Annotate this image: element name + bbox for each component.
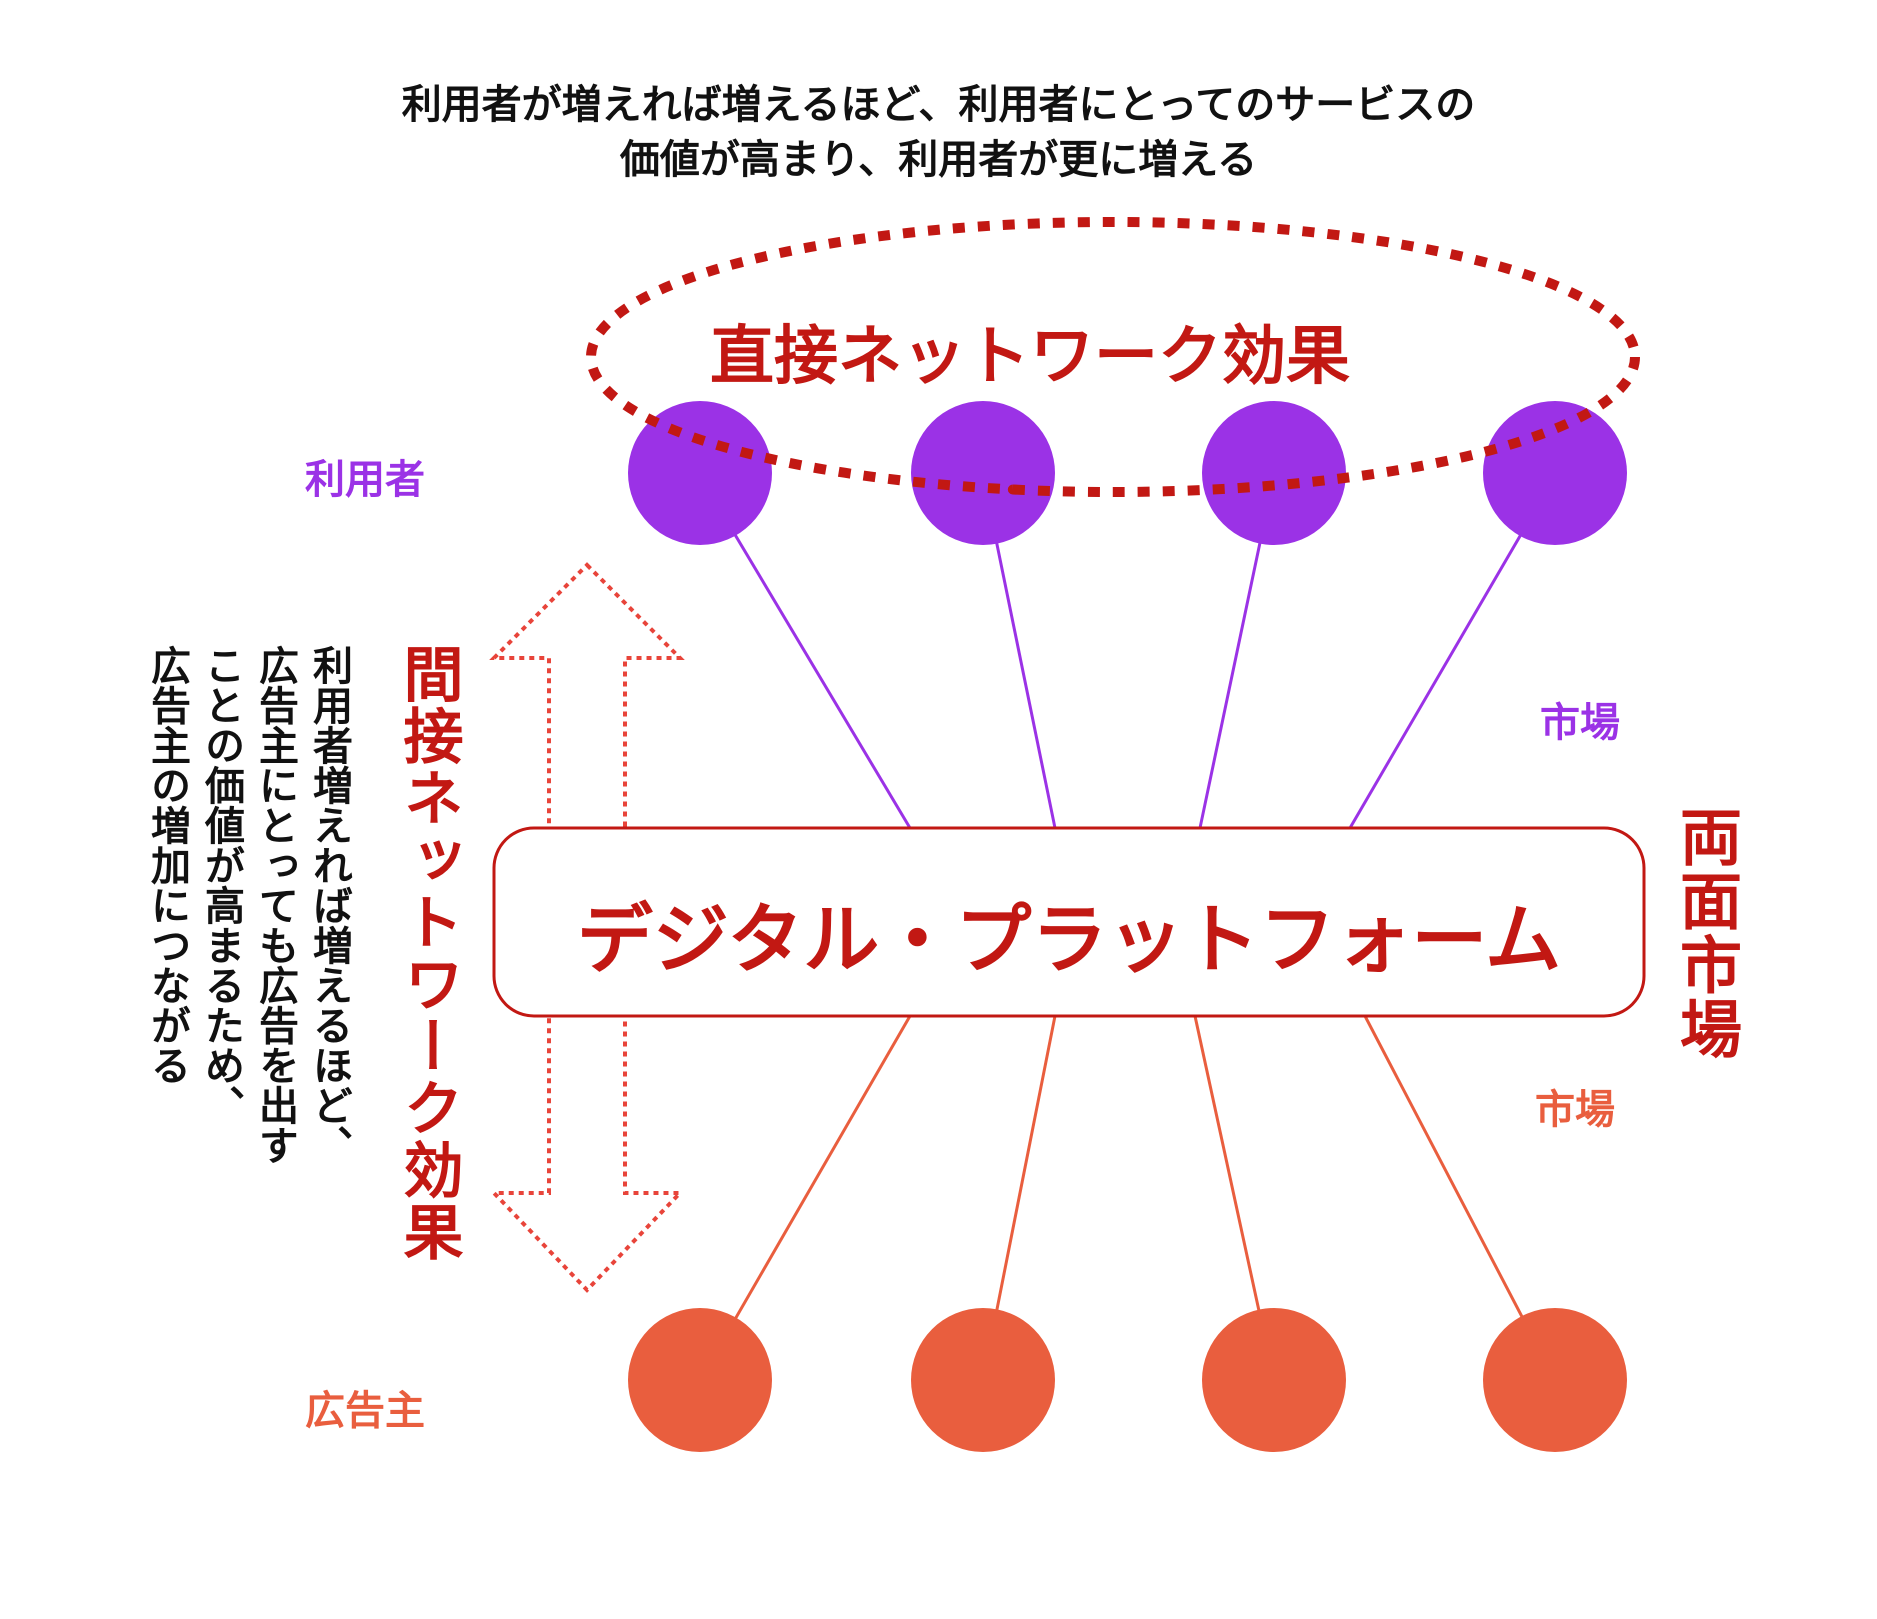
user-market-label: 市場 [1540, 700, 1620, 746]
user-node-2 [911, 401, 1055, 545]
platform-box [492, 826, 1646, 1018]
advertiser-node-3 [1202, 1308, 1346, 1452]
top-description-line2: 価値が高まり、利用者が更に増える [619, 137, 1258, 183]
user-nodes [628, 401, 1627, 545]
indirect-explanation: 利用者増えれば増えるほど、 広告主にとっても広告を出す ことの価値が高まるため、… [140, 645, 356, 1165]
indirect-explanation-line2: 広告主にとっても広告を出す [252, 645, 298, 1165]
advertiser-lines [698, 1015, 1557, 1381]
indirect-explanation-line3: ことの価値が高まるため、 [198, 645, 244, 1125]
advertiser-node-1 [628, 1308, 772, 1452]
indirect-effect-arrow [489, 562, 685, 1293]
user-node-3 [1202, 401, 1346, 545]
user-node-1 [628, 401, 772, 545]
indirect-explanation-line4: 広告主の増加につながる [144, 645, 190, 1085]
indirect-explanation-line1: 利用者増えれば増えるほど、 [306, 645, 352, 1165]
advertiser-nodes [628, 1308, 1627, 1452]
direct-effect-ellipse [586, 217, 1640, 497]
direct-effect-label: 直接ネットワーク効果 [710, 320, 1350, 394]
user-lines [698, 475, 1557, 829]
platform-label: デジタル・プラットフォーム [576, 895, 1562, 984]
user-node-4 [1483, 401, 1627, 545]
advertiser-node-2 [911, 1308, 1055, 1452]
advertisers-label: 広告主 [305, 1388, 425, 1434]
advertiser-node-4 [1483, 1308, 1627, 1452]
users-label: 利用者 [305, 457, 425, 503]
two-sided-market-label: 両面市場 [1669, 805, 1742, 1061]
top-description: 利用者が増えれば増えるほど、利用者にとってのサービスの 価値が高まり、利用者が更… [0, 78, 1877, 188]
indirect-effect-label: 間接ネットワーク効果 [393, 643, 463, 1263]
advertiser-market-label: 市場 [1535, 1087, 1615, 1133]
top-description-line1: 利用者が増えれば増えるほど、利用者にとってのサービスの [401, 82, 1476, 128]
